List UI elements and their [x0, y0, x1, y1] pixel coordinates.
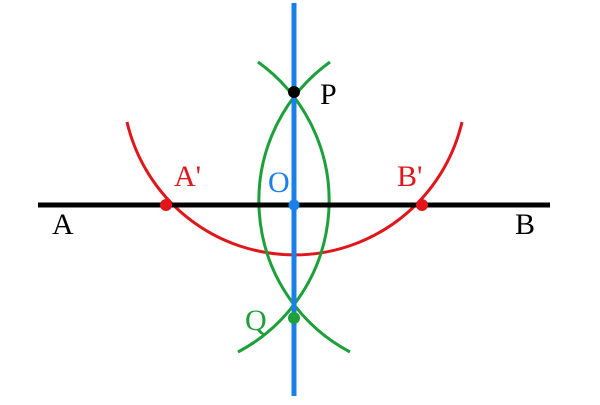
label-b-prime: B' [397, 160, 422, 193]
point-b-prime [416, 199, 428, 211]
point-q [288, 312, 300, 324]
point-a-prime [160, 199, 172, 211]
label-b: B [515, 208, 535, 241]
label-p: P [320, 78, 337, 111]
label-a-prime: A' [174, 160, 201, 193]
point-o [288, 199, 300, 211]
point-p [288, 86, 300, 98]
label-o: O [268, 166, 290, 199]
label-q: Q [245, 304, 267, 337]
label-a: A [52, 208, 74, 241]
